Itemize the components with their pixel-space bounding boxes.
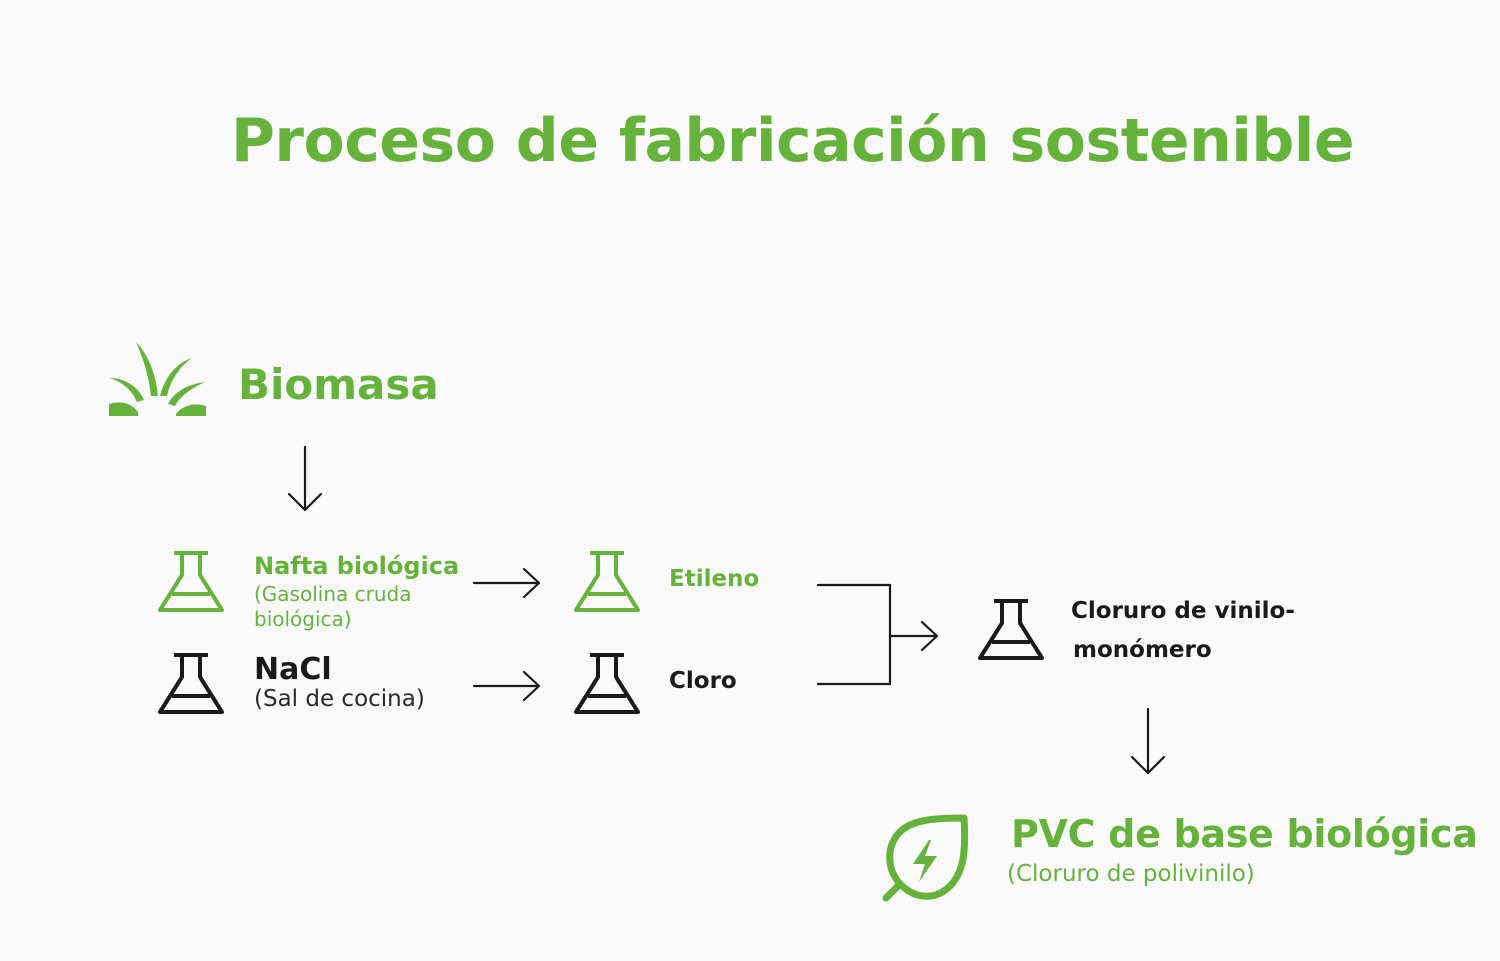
flask-icon: [574, 551, 640, 612]
arrow-down-icon: [1130, 707, 1166, 775]
biomasa-label: Biomasa: [238, 360, 439, 409]
nafta-node: Nafta biológica (Gasolina cruda biológic…: [254, 552, 469, 632]
nafta-label: Nafta biológica: [254, 552, 460, 580]
page-title: Proceso de fabricación sostenible: [230, 106, 1355, 176]
pvc-sublabel: (Cloruro de polivinilo): [1007, 861, 1255, 887]
pvc-label: PVC de base biológica: [1011, 812, 1478, 856]
nafta-sublabel: (Gasolina cruda biológica): [254, 582, 412, 631]
etileno-label: Etileno: [669, 566, 760, 592]
merge-connector: [816, 583, 939, 686]
nacl-sublabel: (Sal de cocina): [254, 686, 425, 712]
cloro-label: Cloro: [669, 668, 737, 694]
flask-icon: [978, 599, 1044, 660]
vinilo-node: Cloruro de vinilo- monómero: [1071, 598, 1371, 663]
flask-icon: [158, 551, 224, 612]
arrow-right-icon: [472, 567, 541, 599]
arrow-down-icon: [287, 445, 323, 512]
vinilo-label-line2: monómero: [1073, 637, 1212, 663]
vinilo-label-line1: Cloruro de vinilo-: [1071, 598, 1295, 624]
arrow-right-icon: [472, 670, 541, 702]
nacl-node: NaCl (Sal de cocina): [254, 652, 494, 712]
nacl-label: NaCl: [254, 652, 332, 687]
flask-icon: [158, 653, 224, 714]
pvc-node: PVC de base biológica (Cloruro de polivi…: [1007, 812, 1491, 887]
eco-leaf-icon: [882, 814, 969, 902]
flask-icon: [574, 653, 640, 714]
grass-icon: [109, 342, 206, 416]
